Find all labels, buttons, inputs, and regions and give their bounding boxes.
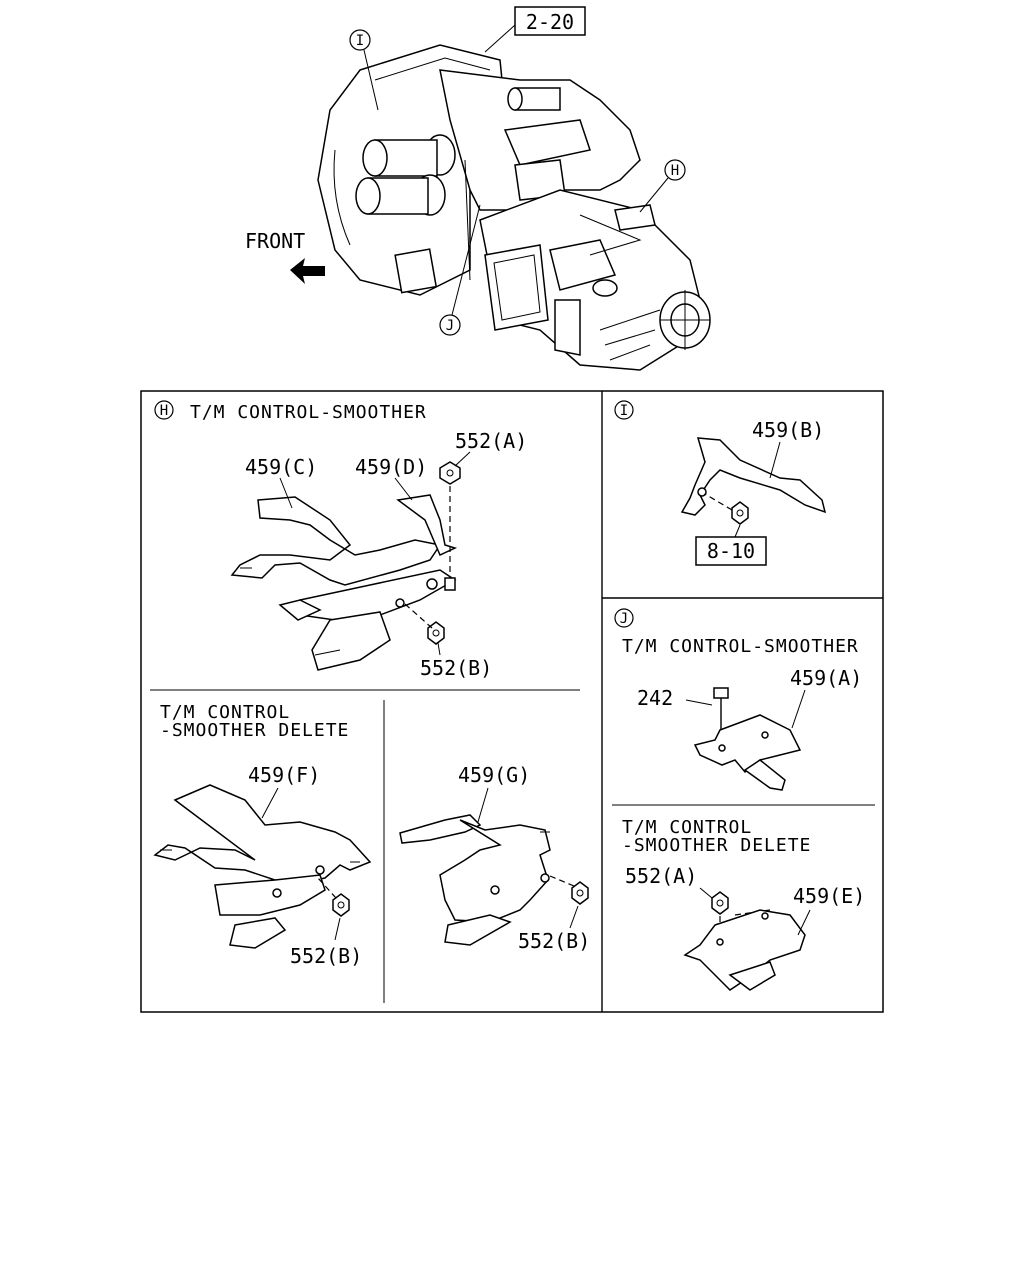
ref-box-8-10-text: 8-10 [707,539,755,563]
marker-h-overview: H [639,159,686,213]
label-459f: 459(F) [248,763,320,787]
label-459d: 459(D) [355,455,427,479]
label-459g: 459(G) [458,763,530,787]
label-459e: 459(E) [793,884,865,908]
panel-j-smoother-delete: T/M CONTROL -SMOOTHER DELETE 552(A) 459(… [622,817,865,991]
marker-j-text: J [446,318,454,334]
marker-h-text: H [671,163,679,179]
panel-h-marker: H [160,403,168,419]
ref-box-2-20-text: 2-20 [526,10,574,34]
panel-h-title: T/M CONTROL-SMOOTHER [190,402,427,423]
panel-h-tm-control-smoother: H T/M CONTROL-SMOOTHER 459(C) 459(D) 552… [154,400,527,680]
label-552a: 552(A) [455,429,527,453]
label-552b-delete-right: 552(B) [518,929,590,953]
marker-i-overview: I [349,29,379,111]
panel-j-title: T/M CONTROL-SMOOTHER [622,636,859,657]
panel-frames [140,390,884,1013]
delete-left-title-line1: T/M CONTROL [160,702,290,723]
panel-i-marker: I [620,403,628,419]
panel-smoother-delete-right: 459(G) 552(B) [399,763,590,953]
marker-i-text: I [356,33,364,49]
panel-i: I 459(B) 8-10 [614,400,827,566]
marker-j-overview: J [439,204,481,336]
ref-box-2-20: 2-20 [484,6,586,53]
label-552b: 552(B) [420,656,492,680]
front-indicator: FRONT [245,229,325,284]
front-label: FRONT [245,229,305,253]
front-arrow-icon [290,258,325,284]
j-delete-title-line1: T/M CONTROL [622,817,752,838]
transmission-overview-drawing [317,44,711,371]
panel-smoother-delete-left: T/M CONTROL -SMOOTHER DELETE 459(F) 552(… [153,702,372,968]
delete-left-title-line2: -SMOOTHER DELETE [160,720,349,741]
label-459a: 459(A) [790,666,862,690]
label-552a-j-delete: 552(A) [625,864,697,888]
label-242: 242 [637,686,673,710]
panel-j-marker: J [620,611,628,627]
panel-j-tm-control-smoother: J T/M CONTROL-SMOOTHER 242 459(A) [614,608,862,791]
ref-box-8-10 [695,536,767,566]
j-delete-title-line2: -SMOOTHER DELETE [622,835,811,856]
label-552b-delete-left: 552(B) [290,944,362,968]
label-459b: 459(B) [752,418,824,442]
label-459c: 459(C) [245,455,317,479]
